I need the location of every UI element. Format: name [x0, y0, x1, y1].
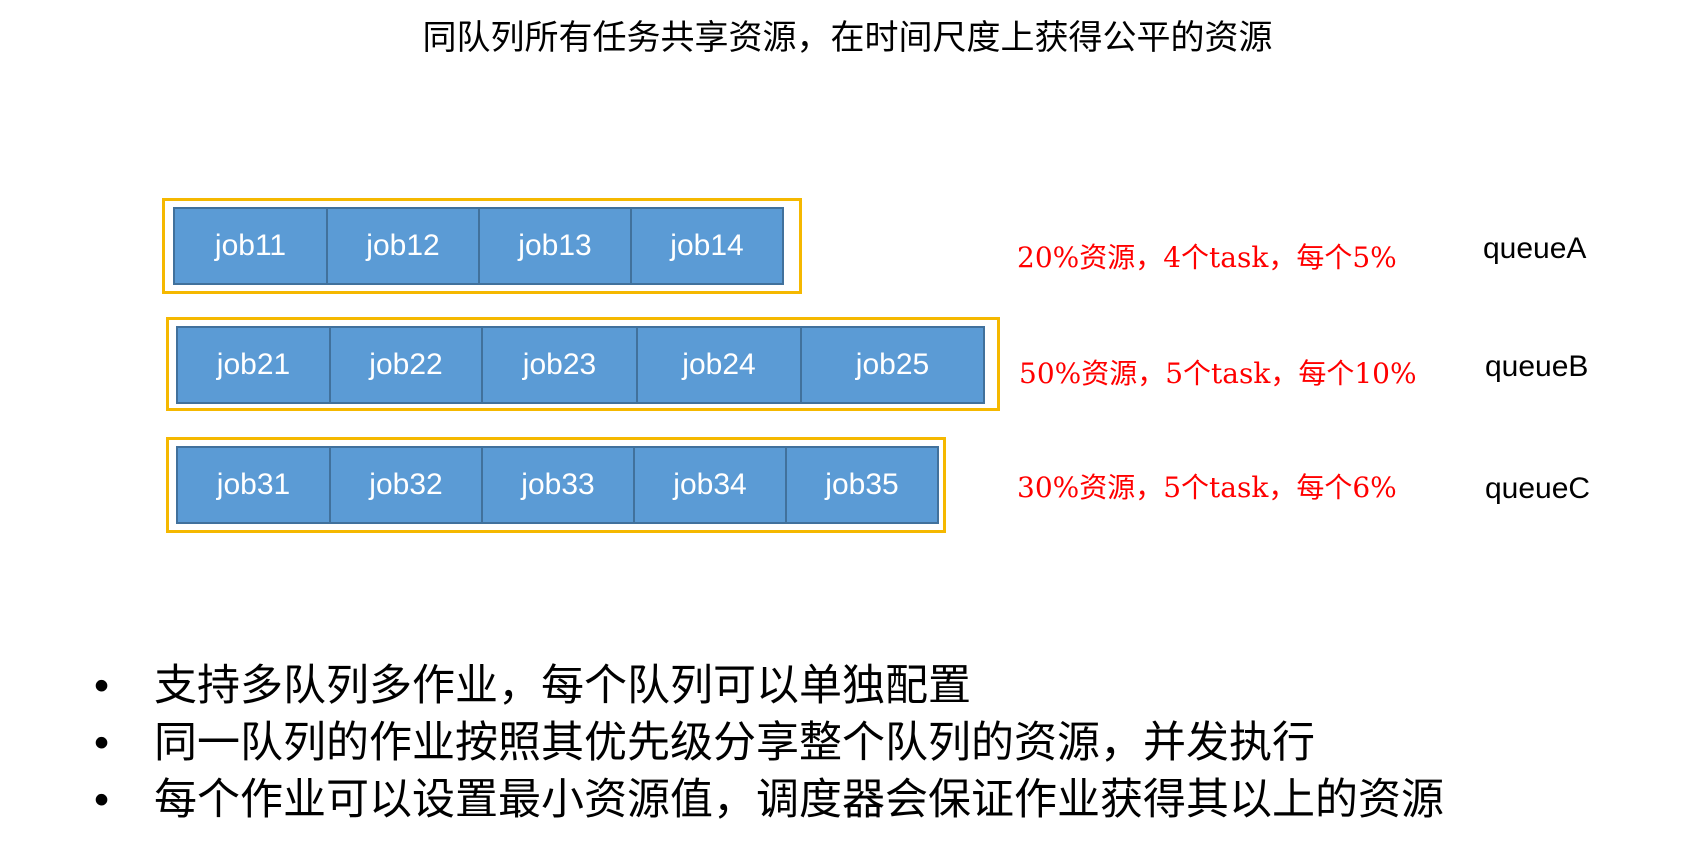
job-box: job21	[176, 326, 331, 404]
job-box: job33	[481, 446, 635, 524]
job-box: job34	[633, 446, 787, 524]
feature-bullet-list: • 支持多队列多作业，每个队列可以单独配置 • 同一队列的作业按照其优先级分享整…	[90, 658, 1444, 829]
job-box: job32	[329, 446, 483, 524]
bullet-dot-icon: •	[94, 776, 110, 824]
queue-b-name: queueB	[1485, 350, 1589, 383]
bullet-text: 支持多队列多作业，每个队列可以单独配置	[154, 661, 971, 711]
job-box: job31	[176, 446, 331, 524]
bullet-item: • 支持多队列多作业，每个队列可以单独配置	[90, 658, 1444, 715]
queue-a-name: queueA	[1483, 232, 1587, 265]
queue-c-frame	[166, 437, 946, 533]
queue-b-allocation: 50%资源，5个task，每个10%	[1019, 357, 1417, 390]
job-box: job35	[785, 446, 939, 524]
bullet-text: 同一队列的作业按照其优先级分享整个队列的资源，并发执行	[154, 718, 1315, 768]
job-box: job22	[329, 326, 483, 404]
queue-a-allocation: 20%资源，4个task，每个5%	[1017, 241, 1397, 274]
job-box: job13	[478, 207, 632, 285]
bullet-dot-icon: •	[94, 719, 110, 767]
diagram-title: 同队列所有任务共享资源，在时间尺度上获得公平的资源	[422, 18, 1273, 58]
job-box: job11	[173, 207, 328, 285]
queue-c-allocation: 30%资源，5个task，每个6%	[1017, 471, 1397, 504]
bullet-item: • 每个作业可以设置最小资源值，调度器会保证作业获得其以上的资源	[90, 772, 1444, 829]
queue-a-frame	[162, 198, 802, 294]
job-box: job12	[326, 207, 480, 285]
job-box: job14	[630, 207, 784, 285]
bullet-text: 每个作业可以设置最小资源值，调度器会保证作业获得其以上的资源	[154, 775, 1444, 825]
bullet-dot-icon: •	[94, 662, 110, 710]
queue-c-name: queueC	[1485, 472, 1591, 505]
bullet-item: • 同一队列的作业按照其优先级分享整个队列的资源，并发执行	[90, 715, 1444, 772]
job-box: job25	[800, 326, 985, 404]
job-box: job24	[636, 326, 802, 404]
job-box: job23	[481, 326, 638, 404]
queue-b-frame	[166, 317, 1000, 411]
